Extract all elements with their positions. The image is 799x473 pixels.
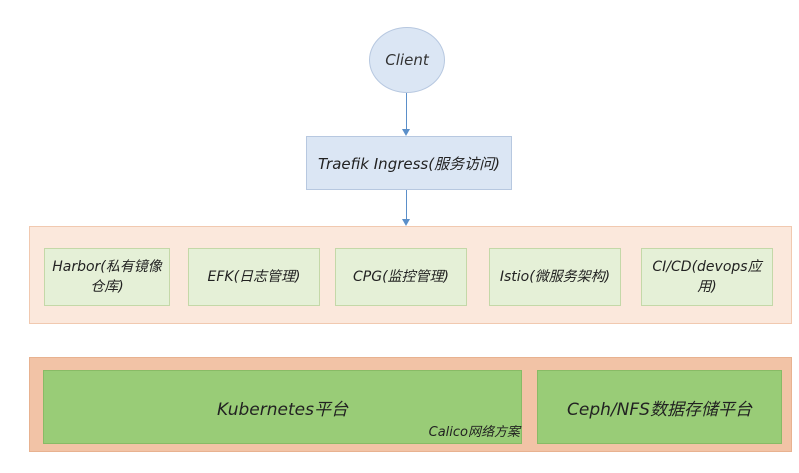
service-istio-label: Istio(微服务架构) [499, 269, 611, 285]
service-harbor-label: Harbor(私有镜像仓库) [52, 259, 162, 295]
connector-client-ingress [406, 93, 407, 130]
service-cicd: CI/CD(devops应用) [641, 248, 773, 306]
kubernetes-platform [43, 370, 522, 444]
arrowhead-client-ingress [402, 129, 410, 136]
ingress-node: Traefik Ingress(服务访问) [306, 136, 512, 190]
client-node: Client [369, 27, 445, 93]
client-label: Client [385, 51, 429, 69]
kubernetes-label: Kubernetes平台 [43, 370, 522, 444]
service-efk-label: EFK(日志管理) [207, 269, 301, 285]
service-cpg: CPG(监控管理) [335, 248, 467, 306]
kubernetes-label-text: Kubernetes平台 [217, 399, 348, 420]
storage-label: Ceph/NFS数据存储平台 [567, 399, 752, 420]
service-istio: Istio(微服务架构) [489, 248, 621, 306]
ingress-label: Traefik Ingress(服务访问) [318, 154, 500, 173]
service-harbor: Harbor(私有镜像仓库) [44, 248, 170, 306]
service-efk: EFK(日志管理) [188, 248, 320, 306]
storage-platform: Ceph/NFS数据存储平台 [537, 370, 782, 444]
connector-ingress-services [406, 190, 407, 220]
arrowhead-ingress-services [402, 219, 410, 226]
service-cicd-label: CI/CD(devops应用) [652, 259, 762, 295]
network-label: Calico网络方案 [428, 425, 520, 440]
service-cpg-label: CPG(监控管理) [353, 269, 449, 285]
